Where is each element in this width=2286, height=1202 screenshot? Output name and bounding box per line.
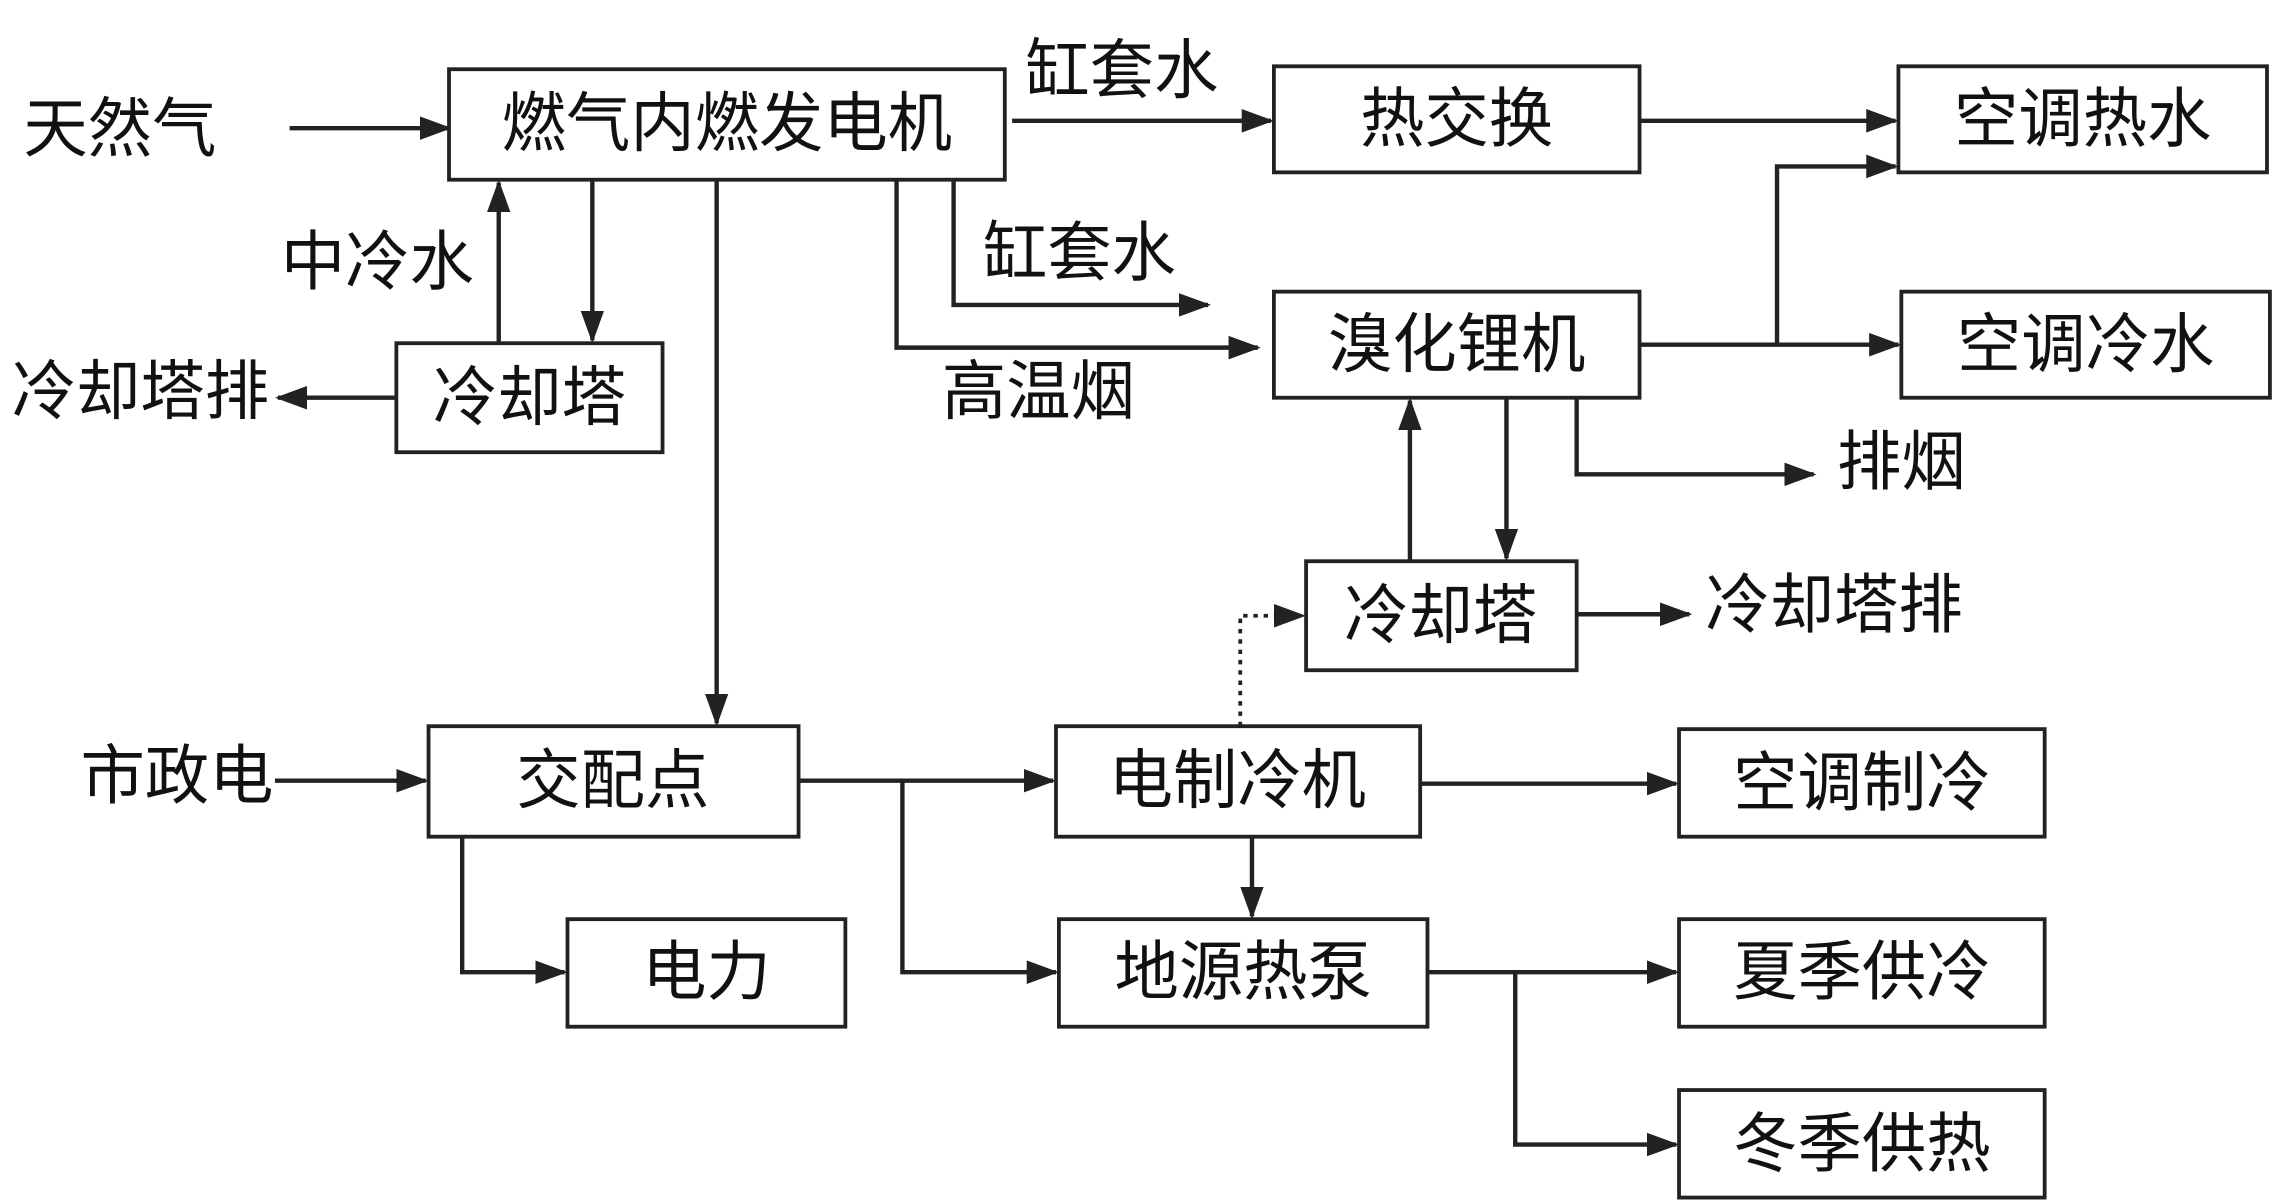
node-power-box — [565, 917, 848, 1029]
node-summer-cooling: 夏季供冷 — [1677, 917, 2047, 1029]
node-summer-cooling-box — [1677, 917, 2047, 1029]
node-ac-cooling-label: 空调制冷 — [1733, 746, 1990, 821]
node-power: 电力 — [565, 917, 848, 1029]
node-electric-chiller-box — [1054, 724, 1423, 839]
node-heat-exchange-box — [1271, 64, 1642, 175]
edge-libr-to-exhaust — [1574, 397, 1817, 487]
label-cooling-tower-discharge-left: 冷却塔排 — [12, 354, 269, 429]
nodes: 燃气内燃发电机 热交换 空调热水 冷却塔 溴化锂机 空调冷水 冷却塔 交配点 — [394, 64, 2272, 1200]
node-heat-exchange-label: 热交换 — [1360, 82, 1553, 157]
edge-distribution-to-power — [459, 836, 568, 984]
node-libr-chiller-label: 溴化锂机 — [1328, 307, 1585, 382]
node-ac-hot-water-box — [1896, 64, 2269, 175]
node-ac-chilled-water: 空调冷水 — [1899, 289, 2272, 400]
node-winter-heating-box — [1677, 1088, 2047, 1200]
node-ac-hot-water: 空调热水 — [1896, 64, 2269, 175]
node-ground-source-heat-pump-box — [1057, 917, 1430, 1029]
edge-electric-chiller-to-cooling-tower-dotted — [1238, 603, 1307, 727]
node-heat-exchange: 热交换 — [1271, 64, 1642, 175]
node-ac-chilled-water-label: 空调冷水 — [1957, 307, 2214, 382]
label-municipal-power: 市政电 — [80, 739, 273, 814]
label-high-temp-flue-gas: 高温烟 — [942, 354, 1135, 429]
node-electric-chiller-label: 电制冷机 — [1109, 743, 1366, 818]
node-distribution-point-label: 交配点 — [516, 743, 709, 818]
node-ground-source-heat-pump: 地源热泵 — [1057, 917, 1430, 1029]
node-cooling-tower-mid-box — [1304, 559, 1579, 673]
node-ac-chilled-water-box — [1899, 289, 2272, 400]
node-libr-chiller-box — [1271, 289, 1642, 400]
node-cooling-tower-mid: 冷却塔 — [1304, 559, 1579, 673]
edge-distribution-to-ground-heat-pump — [900, 780, 1059, 984]
edge-ground-heat-pump-to-winter-heating — [1513, 972, 1680, 1157]
label-natural-gas: 天然气 — [23, 92, 216, 167]
node-electric-chiller: 电制冷机 — [1054, 724, 1423, 839]
node-distribution-point: 交配点 — [426, 724, 801, 839]
node-power-label: 电力 — [642, 935, 771, 1010]
edge-labels: 天然气 缸套水 中冷水 冷却塔排 缸套水 高温烟 排烟 冷却塔排 市政电 — [12, 33, 1966, 814]
node-ground-source-heat-pump-label: 地源热泵 — [1114, 935, 1371, 1010]
node-cooling-tower-left-box — [394, 341, 665, 455]
node-distribution-point-box — [426, 724, 801, 839]
node-ac-cooling-box — [1677, 727, 2047, 839]
node-cooling-tower-left: 冷却塔 — [394, 341, 665, 455]
node-summer-cooling-label: 夏季供冷 — [1733, 935, 1990, 1010]
label-jacket-water-lower: 缸套水 — [983, 216, 1176, 291]
label-intercooler-water: 中冷水 — [281, 225, 474, 300]
node-generator: 燃气内燃发电机 — [447, 67, 1007, 182]
node-winter-heating: 冬季供热 — [1677, 1088, 2047, 1200]
node-winter-heating-label: 冬季供热 — [1733, 1107, 1990, 1182]
edge-generator-flue-gas-to-libr — [894, 179, 1261, 360]
node-ac-cooling: 空调制冷 — [1677, 727, 2047, 839]
node-cooling-tower-left-label: 冷却塔 — [433, 360, 626, 435]
node-libr-chiller: 溴化锂机 — [1271, 289, 1642, 400]
label-jacket-water-top: 缸套水 — [1025, 33, 1218, 108]
label-exhaust-flue-gas: 排烟 — [1837, 425, 1966, 500]
node-cooling-tower-mid-label: 冷却塔 — [1344, 578, 1537, 653]
node-generator-label: 燃气内燃发电机 — [502, 86, 952, 161]
node-generator-box — [447, 67, 1007, 182]
edges — [274, 109, 1902, 1157]
node-ac-hot-water-label: 空调热水 — [1954, 82, 2211, 157]
edge-libr-to-ac-hot-water — [1774, 154, 1899, 345]
label-cooling-tower-discharge-right: 冷却塔排 — [1705, 568, 1962, 643]
edge-generator-jacket-water-lower — [951, 179, 1212, 317]
